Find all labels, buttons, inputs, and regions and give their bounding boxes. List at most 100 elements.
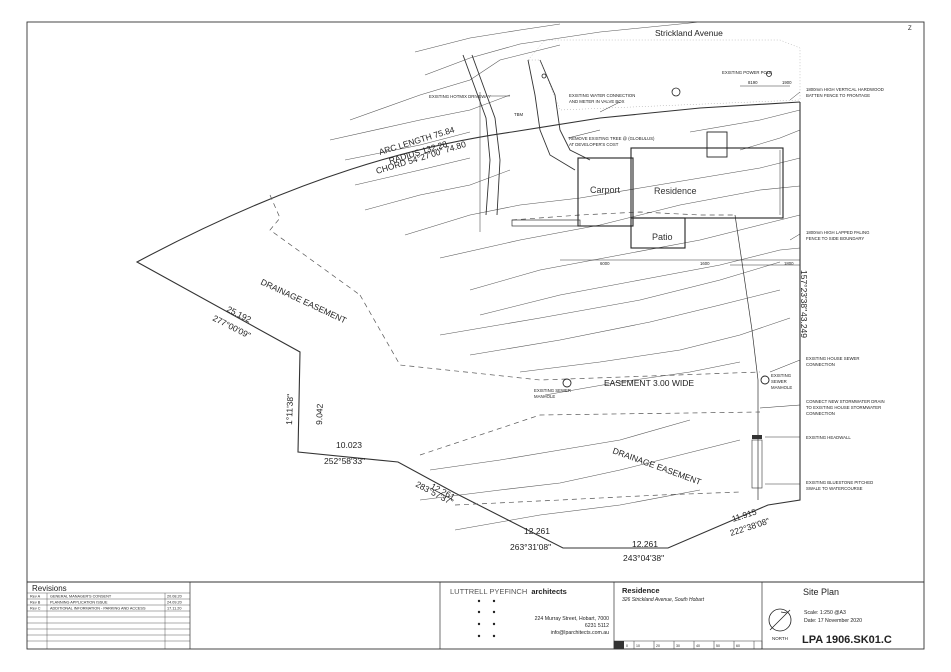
- s4-bearing: 243°04'38": [623, 553, 664, 563]
- note-sewer-mh-3: MANHOLE: [771, 385, 792, 390]
- project-title: Residence: [622, 586, 660, 595]
- scale-40: 40: [696, 644, 700, 648]
- sheet-scale: Scale: 1:250 @A3: [804, 610, 846, 616]
- hotmix-strip: [511, 219, 581, 227]
- note-house-sewer-1: EXISTING HOUSE SEWER: [806, 356, 859, 361]
- scale-50: 50: [716, 644, 720, 648]
- scale-20: 20: [656, 644, 660, 648]
- rev-b-desc: PLANNING APPLICATION ISSUE: [50, 601, 108, 605]
- dim-6000: 6000: [600, 261, 610, 266]
- note-sewer-mh-1: EXISTING: [771, 373, 792, 378]
- note-house-sewer-2: CONNECTION: [806, 362, 835, 367]
- scale-60: 60: [736, 644, 740, 648]
- note-swale-1: EXISTING BLUESTONE PITCHED: [806, 480, 873, 485]
- rev-c-date: 17.11.20: [167, 607, 182, 611]
- sheet-border: [26, 21, 925, 650]
- east-fence: [734, 214, 759, 500]
- north-arrow-icon: [768, 608, 792, 632]
- sewer-easement: EASEMENT 3.00 WIDE: [604, 378, 694, 388]
- residence-label: Residence: [654, 186, 697, 196]
- residence-footprint[interactable]: [630, 147, 784, 219]
- firm-logo-dots: [477, 599, 496, 638]
- firm-address: 224 Murray Street, Hobart, 7000: [535, 616, 610, 622]
- firm-email: info@lparchitects.com.au: [551, 630, 609, 636]
- east-bearing: 157°23'38": [799, 270, 809, 311]
- firm-name-light: LUTTRELL PYEFINCH: [450, 587, 527, 596]
- s1-bearing: 252°58'33": [324, 456, 365, 466]
- firm-phone: 6231 5112: [585, 623, 609, 629]
- note-storm-2: TO EXISTING HOUSE STORMWATER: [806, 405, 881, 410]
- firm-name: LUTTRELL PYEFINCH architects: [450, 587, 567, 596]
- street-name: Strickland Avenue: [655, 28, 723, 38]
- revision-row-c: Rev C ADDITIONAL INFORMATION - PARKING A…: [30, 607, 182, 611]
- s4-length: 12.261: [632, 539, 658, 549]
- revisions-grid: [27, 592, 190, 649]
- dim-1600: 1600: [700, 261, 710, 266]
- property-boundary: [135, 102, 801, 549]
- leader-lines: [490, 91, 801, 485]
- note-headwall: EXISTING HEADWALL: [806, 435, 851, 440]
- rev-a-desc: GENERAL MANAGER'S CONSENT: [50, 595, 112, 599]
- dim-8190: 8190: [748, 80, 758, 85]
- note-hotmix: EXISTING HOTMIX DRIVEWAY: [429, 94, 491, 99]
- s3-bearing: 263°31'08": [510, 542, 551, 552]
- note-storm-1: CONNECT NEW STORMWATER DRAIN: [806, 399, 885, 404]
- revision-row-a: Rev A GENERAL MANAGER'S CONSENT 20.08.20: [30, 595, 182, 599]
- shed-footprint[interactable]: [706, 131, 728, 158]
- scale-0: 0: [626, 644, 628, 648]
- scale-10: 10: [636, 644, 640, 648]
- valve-icon: [541, 73, 547, 79]
- tree-icon: [671, 87, 681, 97]
- scale-30: 30: [676, 644, 680, 648]
- driveway: [462, 54, 591, 216]
- rev-b-date: 24.09.20: [167, 601, 182, 605]
- carport-label: Carport: [590, 185, 621, 195]
- corner-mark: Z: [908, 26, 912, 32]
- contour-lines: [329, 21, 801, 531]
- note-fence-front-1: 1800mm HIGH VERTICAL HARDWOOD: [806, 87, 884, 92]
- drainage-easement-south: DRAINAGE EASEMENT: [611, 445, 702, 486]
- east-length: 43.249: [799, 312, 809, 338]
- rev-c-desc: ADDITIONAL INFORMATION - PARKING AND ACC…: [50, 607, 146, 611]
- note-water-2: AND METER IN VALVE BOX: [569, 99, 625, 104]
- power-pole-icon: [766, 71, 772, 77]
- north-label: NORTH: [772, 636, 788, 641]
- swale-icon: [751, 439, 763, 489]
- note-fence-side-2: FENCE TO SIDE BOUNDARY: [806, 236, 864, 241]
- note-fence-side-1: 1800mm HIGH LAPPED PALING: [806, 230, 870, 235]
- patio-label: Patio: [652, 232, 673, 242]
- note-water-1: EXISTING WATER CONNECTION: [569, 93, 635, 98]
- patio-footprint[interactable]: [630, 217, 686, 249]
- sw-bearing: 1°11'38": [284, 394, 295, 425]
- sewer-manhole-east-icon: [760, 375, 770, 385]
- note-fence-front-2: BATTEN FENCE TO FRONTAGE: [806, 93, 870, 98]
- rev-c-id: Rev C: [30, 607, 41, 611]
- note-sewer-mh-2: SEWER: [771, 379, 787, 384]
- note-tbm: TBM: [514, 112, 523, 117]
- note-tree-1: REMOVE EXISTING TREE @ (GLOBULUS): [569, 136, 655, 141]
- dim-1900: 1900: [782, 80, 792, 85]
- note-swale-2: SWALE TO WATERCOURSE: [806, 486, 863, 491]
- project-address: 326 Strickland Avenue, South Hobart: [622, 597, 705, 603]
- sheet-title: Site Plan: [803, 587, 839, 597]
- dim-1800: 1800: [784, 261, 794, 266]
- rev-a-id: Rev A: [30, 595, 41, 599]
- carport-footprint[interactable]: [577, 157, 634, 227]
- front-boundary: [511, 101, 801, 133]
- s3-length: 12.261: [524, 526, 550, 536]
- sheet-number: LPA 1906.SK01.C: [802, 634, 892, 646]
- firm-name-bold: architects: [531, 587, 566, 596]
- note-tree-2: AT DEVELOPER'S COST: [569, 142, 619, 147]
- revisions-title: Revisions: [32, 584, 67, 593]
- drainage-easement-west: DRAINAGE EASEMENT: [259, 277, 348, 326]
- revision-row-b: Rev B PLANNING APPLICATION ISSUE 24.09.2…: [30, 601, 182, 605]
- sw-length: 9.042: [314, 403, 325, 425]
- scale-bar: 0 10 20 30 40 50 60: [613, 640, 763, 650]
- easement-lines: [269, 194, 761, 506]
- dimension-lines: [479, 85, 800, 266]
- s1-length: 10.023: [336, 440, 362, 450]
- note-sewer-left-2: MANHOLE: [534, 394, 555, 399]
- headwall-icon: [752, 435, 762, 439]
- sheet-date: Date: 17 November 2020: [804, 618, 862, 624]
